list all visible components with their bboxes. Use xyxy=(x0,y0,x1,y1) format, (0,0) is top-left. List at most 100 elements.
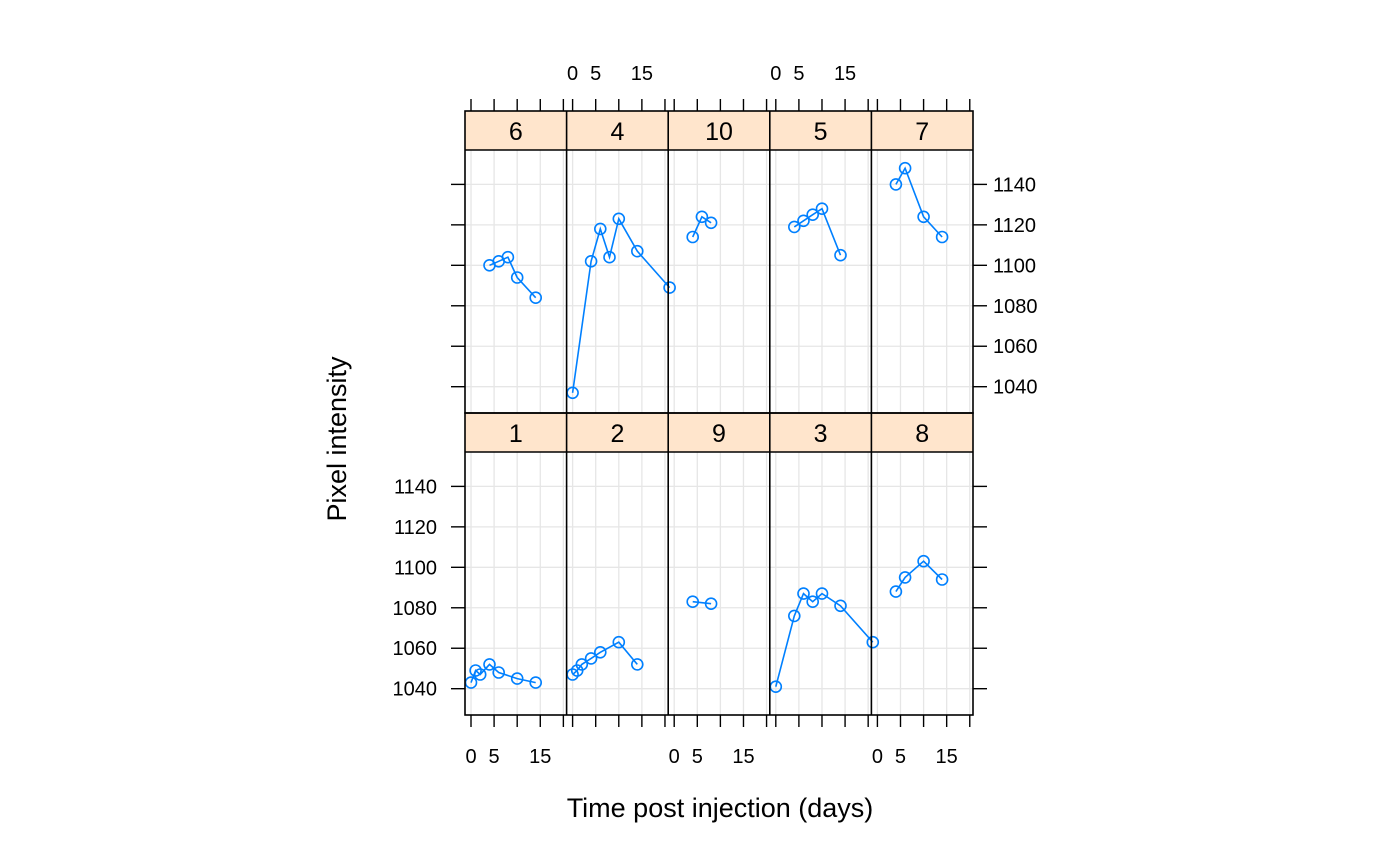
data-point-panel-7 xyxy=(898,161,912,175)
y-tick-label-right: 1060 xyxy=(993,336,1038,358)
data-point-panel-10 xyxy=(704,216,718,230)
strip-panel-3 xyxy=(769,413,872,452)
y-tick-label-left: 1100 xyxy=(394,557,437,579)
x-tick-label-bottom: 5 xyxy=(489,746,500,768)
y-tick-label-left: 1140 xyxy=(394,476,437,498)
y-tick-label-right: 1120 xyxy=(993,215,1036,237)
data-point-panel-1 xyxy=(492,666,506,679)
x-tick-label-bottom: 15 xyxy=(732,746,754,768)
data-point-panel-5 xyxy=(797,214,810,228)
strip-panel-10 xyxy=(668,111,770,150)
data-point-panel-6 xyxy=(501,250,515,264)
series-line-panel-6 xyxy=(489,256,537,299)
x-tick-label-bottom: 5 xyxy=(692,746,703,768)
strip-panel-1 xyxy=(465,413,567,452)
x-tick-label-bottom: 15 xyxy=(529,746,551,768)
x-tick-label-top: 5 xyxy=(793,63,804,85)
data-point-panel-5 xyxy=(834,248,847,262)
x-tick-label-bottom: 0 xyxy=(872,746,883,768)
strip-panel-4 xyxy=(566,111,669,150)
strip-label-panel-4: 4 xyxy=(610,118,624,146)
data-point-panel-8 xyxy=(898,571,912,584)
data-point-panel-1 xyxy=(473,668,487,681)
strip-label-panel-2: 2 xyxy=(610,420,624,448)
data-point-panel-9 xyxy=(704,597,718,611)
data-point-panel-5 xyxy=(806,208,820,221)
series-line-panel-7 xyxy=(895,166,943,238)
series-line-panel-8 xyxy=(895,560,943,593)
data-point-panel-7 xyxy=(889,178,903,191)
y-tick-label-left: 1080 xyxy=(393,598,438,620)
strip-panel-7 xyxy=(871,111,973,150)
series-line-panel-10 xyxy=(691,215,712,238)
y-tick-label-left: 1060 xyxy=(393,638,438,660)
strip-panel-6 xyxy=(465,111,567,150)
y-tick-label-left: 1040 xyxy=(393,679,438,701)
data-point-panel-3 xyxy=(815,587,829,600)
strip-label-panel-1: 1 xyxy=(509,420,523,448)
y-axis-title: Pixel intensity xyxy=(322,356,352,522)
data-point-panel-5 xyxy=(815,202,829,215)
data-point-panel-4 xyxy=(593,222,607,236)
x-tick-label-bottom: 0 xyxy=(669,746,680,768)
data-point-panel-6 xyxy=(529,291,543,305)
data-point-panel-3 xyxy=(806,595,820,609)
x-tick-label-top: 15 xyxy=(631,63,653,85)
y-tick-label-right: 1040 xyxy=(993,377,1038,399)
data-point-panel-8 xyxy=(917,554,930,568)
data-point-panel-2 xyxy=(630,658,644,671)
data-point-panel-1 xyxy=(529,676,543,689)
strip-label-panel-9: 9 xyxy=(712,420,726,448)
strip-label-panel-7: 7 xyxy=(915,118,929,146)
x-axis-title: Time post injection (days) xyxy=(567,793,874,823)
data-point-panel-2 xyxy=(575,658,589,671)
y-tick-label-left: 1120 xyxy=(394,517,437,539)
strip-label-panel-6: 6 xyxy=(509,118,523,146)
grid-layer xyxy=(465,150,973,715)
y-tick-label-right: 1140 xyxy=(993,174,1036,196)
strip-label-panel-5: 5 xyxy=(814,118,828,146)
strip-label-panel-8: 8 xyxy=(915,420,929,448)
panel-row-frame xyxy=(464,412,974,716)
data-point-panel-10 xyxy=(695,210,709,224)
data-point-panel-3 xyxy=(834,599,847,613)
x-tick-label-top: 5 xyxy=(590,63,601,85)
strip-panel-8 xyxy=(871,413,973,452)
data-point-panel-10 xyxy=(686,230,700,244)
data-point-panel-8 xyxy=(935,573,949,586)
data-point-panel-2 xyxy=(593,645,607,659)
x-tick-label-bottom: 5 xyxy=(895,746,906,768)
strip-panel-5 xyxy=(769,111,872,150)
data-point-panel-3 xyxy=(866,635,880,649)
data-point-panel-4 xyxy=(584,254,598,268)
data-point-panel-7 xyxy=(917,210,930,224)
data-point-panel-5 xyxy=(787,220,801,234)
strip-label-panel-3: 3 xyxy=(814,420,828,448)
series-line-panel-9 xyxy=(692,600,712,605)
data-point-panel-4 xyxy=(663,281,676,294)
data-point-panel-2 xyxy=(584,652,598,665)
x-tick-label-top: 15 xyxy=(834,63,856,85)
data-point-panel-4 xyxy=(630,244,644,258)
strip-panel-9 xyxy=(668,413,770,452)
data-point-panel-1 xyxy=(483,658,496,671)
strip-panel-2 xyxy=(566,413,669,452)
x-tick-label-top: 0 xyxy=(567,63,578,85)
data-point-panel-8 xyxy=(889,585,903,598)
data-point-panel-3 xyxy=(797,587,810,600)
data-point-panel-4 xyxy=(603,250,616,264)
series-layer xyxy=(464,161,949,694)
series-line-panel-4 xyxy=(571,216,671,393)
series-line-panel-5 xyxy=(793,207,842,256)
data-point-panel-4 xyxy=(612,212,626,226)
y-tick-label-right: 1080 xyxy=(993,296,1038,318)
data-point-panel-7 xyxy=(935,230,949,244)
x-tick-label-top: 0 xyxy=(770,63,781,85)
x-tick-label-bottom: 15 xyxy=(936,746,958,768)
data-point-panel-2 xyxy=(612,635,626,649)
data-point-panel-1 xyxy=(510,672,524,685)
x-tick-label-bottom: 0 xyxy=(465,746,476,768)
strip-label-panel-10: 10 xyxy=(705,118,733,146)
